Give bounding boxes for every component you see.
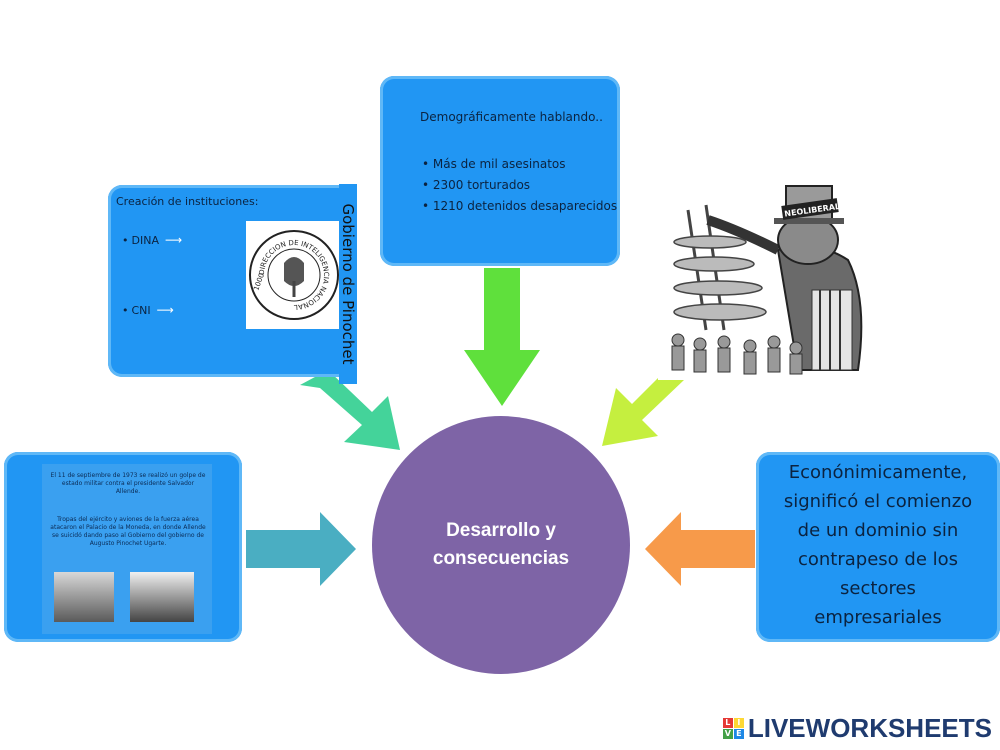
liveworksheets-logo-icon: L I V E <box>722 718 744 739</box>
dina-seal-image: DIRECCION DE INTELIGENCIA NACIONAL 1000 <box>246 221 342 329</box>
cni-label: CNI <box>131 303 151 317</box>
gobierno-box: Creación de instituciones: • DINA ⟶ • CN… <box>108 185 352 377</box>
arrow-right-icon: ⟶ <box>164 233 183 247</box>
center-topic-circle: Desarrollo y consecuencias <box>372 416 630 674</box>
gobierno-item-dina: • DINA ⟶ <box>122 233 183 247</box>
gobierno-side-label: Gobierno de Pinochet <box>339 184 357 384</box>
golpe-paragraph-2: Tropas del ejército y aviones de la fuer… <box>50 516 206 547</box>
economico-line: significó el comienzo <box>783 491 973 512</box>
economico-text: Econónimicamente, significó el comienzo … <box>756 458 1000 632</box>
liveworksheets-logo-text: LIVEWORKSHEETS <box>747 713 992 743</box>
economico-box: Econónimicamente, significó el comienzo … <box>756 452 1000 642</box>
demografico-list: • Más de mil asesinatos • 2300 torturado… <box>422 154 617 217</box>
demografico-box: Demográficamente hablando.. • Más de mil… <box>380 76 620 266</box>
demografico-bullet: • 1210 detenidos desaparecidos <box>422 199 618 213</box>
economico-line: sectores <box>840 578 916 599</box>
gobierno-item-cni: • CNI ⟶ <box>122 303 174 317</box>
moneda-bombing-photo <box>54 572 114 622</box>
demografico-bullet: • Más de mil asesinatos <box>422 157 566 171</box>
golpe-box: El 11 de septiembre de 1973 se realizó u… <box>4 452 242 642</box>
demografico-title: Demográficamente hablando.. <box>420 110 603 124</box>
economico-line: Econónimicamente, <box>788 462 968 483</box>
golpe-paragraph-1: El 11 de septiembre de 1973 se realizó u… <box>50 472 206 495</box>
arrow-from-demografico <box>464 268 540 406</box>
economico-line: de un dominio sin <box>797 520 959 541</box>
liveworksheets-logo[interactable]: L I V E LIVEWORKSHEETS <box>722 713 992 744</box>
golpe-inner-panel: El 11 de septiembre de 1973 se realizó u… <box>42 464 212 634</box>
arrow-from-cartoon <box>602 360 704 446</box>
dina-label: DINA <box>131 233 159 247</box>
center-title-line-2: consecuencias <box>432 548 570 569</box>
arrow-from-golpe <box>246 512 356 586</box>
moneda-palace-photo <box>130 572 194 622</box>
demografico-bullet: • 2300 torturados <box>422 178 531 192</box>
arrow-from-gobierno <box>300 370 400 450</box>
arrow-right-icon: ⟶ <box>156 303 174 317</box>
center-title-line-1: Desarrollo y <box>446 520 556 541</box>
gobierno-title: Creación de instituciones: <box>116 195 259 208</box>
arrow-from-economico <box>645 512 755 586</box>
economico-line: empresariales <box>814 607 942 628</box>
neoliberalism-cartoon-image: NEOLIBERALISMO <box>658 180 890 380</box>
seal-number: 1000 <box>252 272 266 291</box>
economico-line: contrapeso de los <box>797 549 959 570</box>
